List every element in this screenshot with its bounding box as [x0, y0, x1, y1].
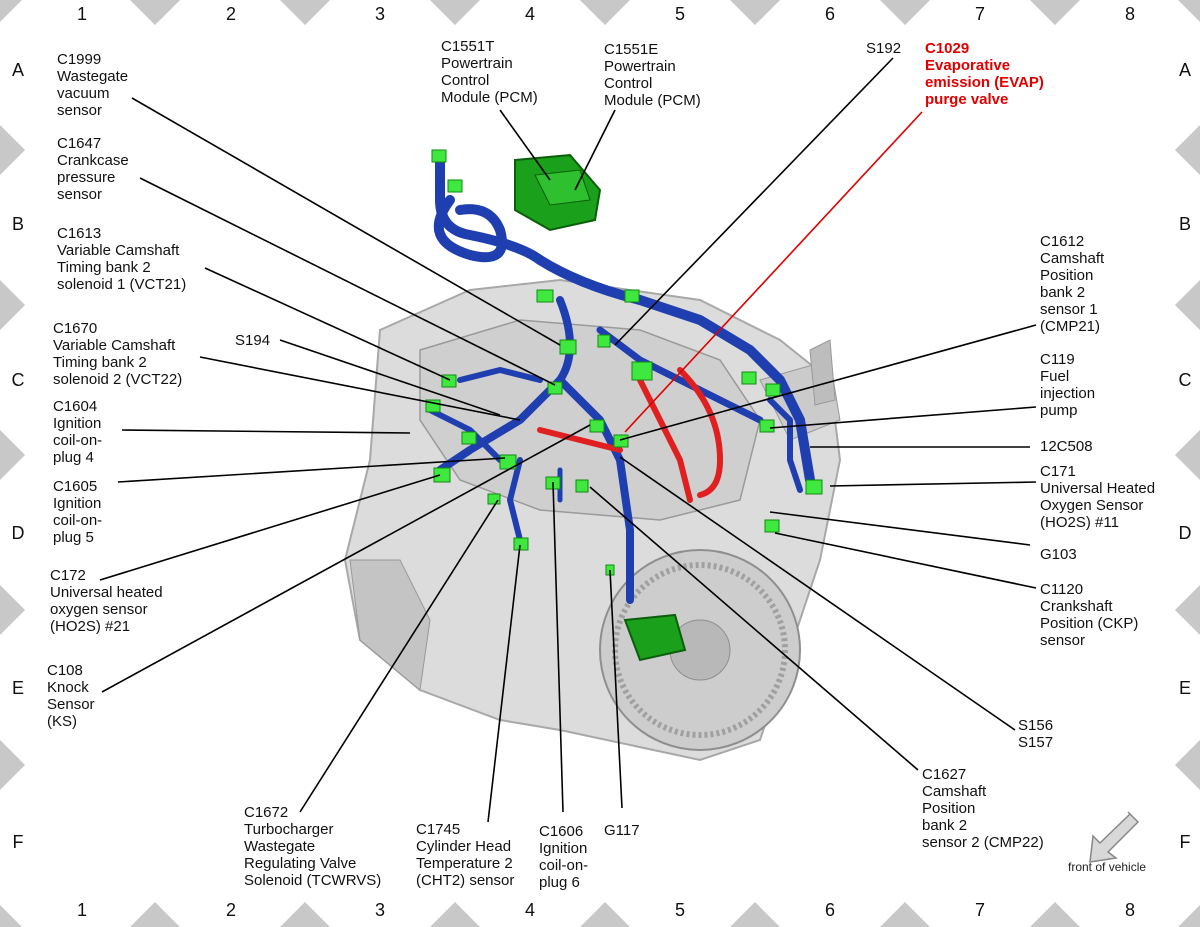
grid-col-4-top: 4 — [524, 4, 535, 24]
callout-g103: G103 — [1040, 546, 1077, 563]
evap-leader-line — [624, 111, 923, 433]
grid-col-1-bottom: 1 — [76, 900, 87, 920]
grid-row-f-right: F — [1179, 832, 1191, 852]
grid-col-1-top: 1 — [76, 4, 87, 24]
front-of-vehicle-arrow — [1089, 811, 1140, 863]
grid-col-8-top: 8 — [1124, 4, 1135, 24]
grid-row-a-left: A — [11, 60, 24, 80]
grid-col-3-bottom: 3 — [374, 900, 385, 920]
grid-row-b-right: B — [1178, 214, 1191, 234]
grid-row-c-right: C — [1178, 370, 1192, 390]
grid-row-a-right: A — [1178, 60, 1191, 80]
callout-12c508: 12C508 — [1040, 438, 1093, 455]
grid-col-3-top: 3 — [374, 4, 385, 24]
grid-col-2-top: 2 — [225, 4, 236, 24]
grid-col-6-bottom: 6 — [824, 900, 835, 920]
callout-g117: G117 — [604, 822, 640, 839]
wiring-harness — [427, 155, 815, 604]
callout-s192: S192 — [866, 40, 902, 57]
grid-row-e-right: E — [1178, 678, 1191, 698]
leader-lines — [99, 57, 1037, 823]
grid-col-7-top: 7 — [974, 4, 985, 24]
grid-col-4-bottom: 4 — [524, 900, 535, 920]
grid-col-6-top: 6 — [824, 4, 835, 24]
grid-col-5-bottom: 5 — [674, 900, 685, 920]
grid-row-d-right: D — [1178, 523, 1192, 543]
evap-hose — [537, 367, 724, 503]
grid-col-8-bottom: 8 — [1124, 900, 1135, 920]
grid-col-5-top: 5 — [674, 4, 685, 24]
front-of-vehicle-label: front of vehicle — [1068, 860, 1147, 874]
grid-row-f-left: F — [12, 832, 24, 852]
grid-row-c-left: C — [11, 370, 25, 390]
callout-s194: S194 — [235, 332, 271, 349]
grid-row-b-left: B — [11, 214, 24, 234]
grid-col-2-bottom: 2 — [225, 900, 236, 920]
grid-col-7-bottom: 7 — [974, 900, 985, 920]
connectors — [425, 149, 823, 576]
grid-row-e-left: E — [11, 678, 24, 698]
grid-row-d-left: D — [11, 523, 25, 543]
